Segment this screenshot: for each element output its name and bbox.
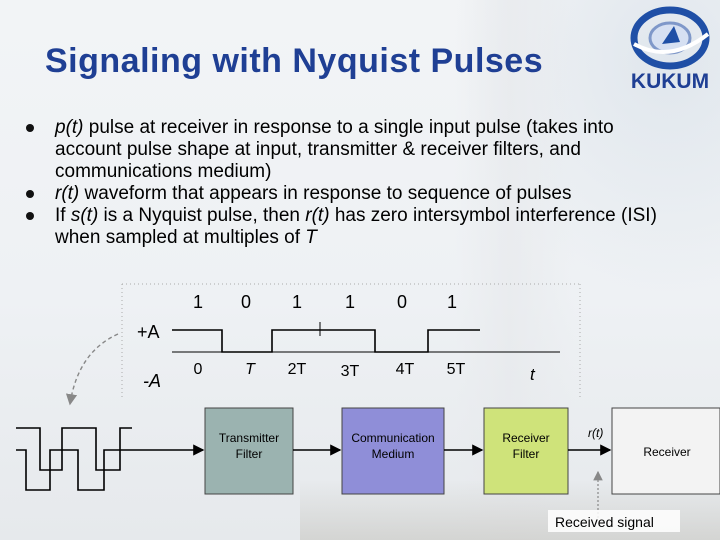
time-label: 5T [447,361,466,378]
bit-label: 0 [241,292,251,312]
bit-label: 1 [447,292,457,312]
time-label: 0 [194,361,203,378]
bullet-dot-icon [26,190,34,198]
transmitter-filter-block [204,407,294,495]
communication-medium-block [341,407,445,495]
slide-title: Signaling with Nyquist Pulses [45,42,544,80]
bullet-dot-icon [26,212,34,220]
input-pulse-train [16,427,132,471]
level-high-label: +A [137,322,160,342]
bullet-text: If s(t) is a Nyquist pulse, then r(t) ha… [55,205,657,248]
bit-label: 1 [292,292,302,312]
bullet-text: p(t) pulse at receiver in response to a … [55,117,614,182]
time-label: 2T [288,361,307,378]
bullet-item: p(t) pulse at receiver in response to a … [20,117,680,183]
received-signal-caption: Received signal [555,514,654,530]
bullet-item: r(t) waveform that appears in response t… [20,183,680,205]
time-label: 4T [396,361,415,378]
bullet-list: p(t) pulse at receiver in response to a … [20,117,680,249]
kukum-logo: KUKUM [630,6,710,93]
level-low-label: -A [143,371,161,391]
bit-waveform [172,329,480,353]
signal-label: r(t) [588,426,603,440]
logo-text: KUKUM [631,70,709,93]
receiver-label: Receiver [643,445,690,459]
receiver-block [611,407,720,495]
bullet-dot-icon [26,124,34,132]
time-label: 3T [341,363,360,380]
receiver-filter-block [483,407,569,495]
bit-label: 1 [193,292,203,312]
bullet-item: If s(t) is a Nyquist pulse, then r(t) ha… [20,205,680,249]
time-label: T [245,361,256,378]
bit-label: 1 [345,292,355,312]
time-axis-label: t [530,365,536,384]
bullet-text: r(t) waveform that appears in response t… [55,183,572,204]
curved-arrow-icon [65,333,119,406]
bit-label: 0 [397,292,407,312]
